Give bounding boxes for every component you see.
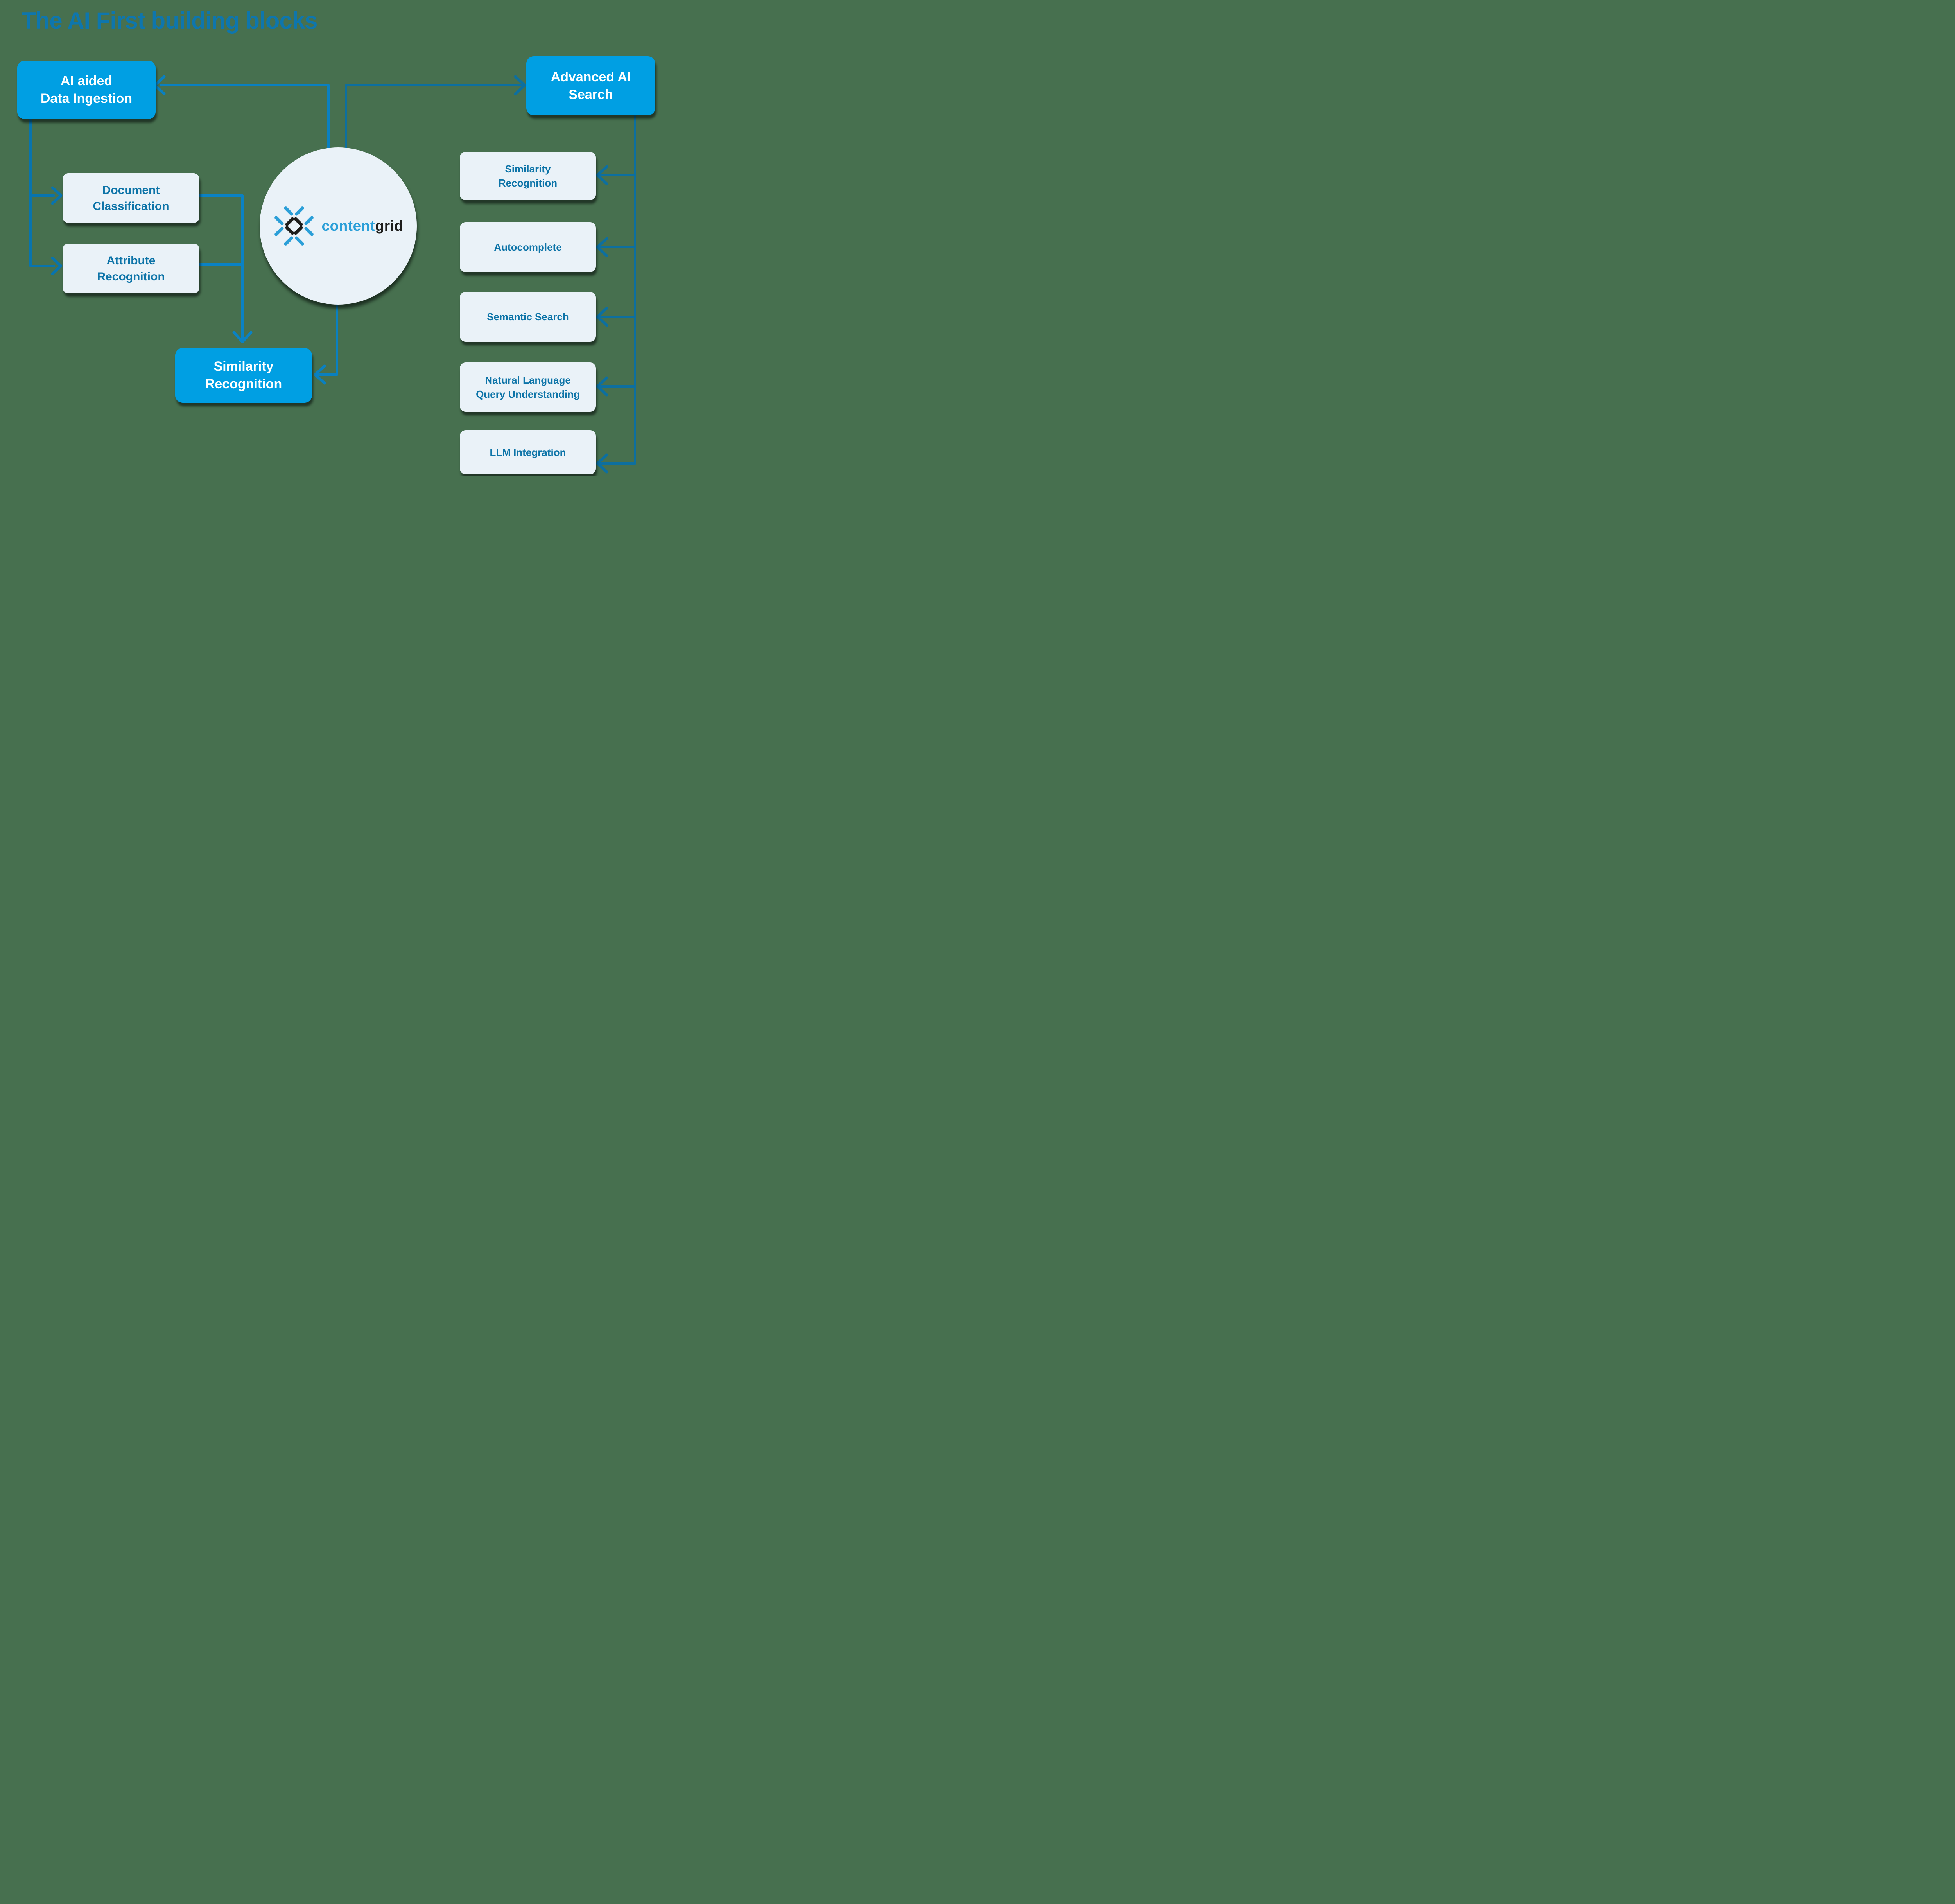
- contentgrid-logo: contentgrid: [273, 205, 404, 247]
- node-label-line: Similarity: [213, 359, 274, 374]
- node-attribute-recognition: Attribute Recognition: [63, 244, 199, 293]
- diagram-canvas: The AI First building blocks: [0, 0, 670, 476]
- node-label-line: Data Ingestion: [40, 91, 133, 106]
- node-label-line: Natural Language: [485, 374, 571, 386]
- arrow-hub-to-ingestion: [153, 75, 330, 152]
- logo-word-grid: grid: [375, 218, 404, 234]
- contentgrid-mark-icon: [274, 206, 314, 246]
- arrow-hub-to-advanced-search: [345, 75, 526, 152]
- arrow-hub-to-similarity: [314, 300, 338, 385]
- node-advanced-ai-search: Advanced AI Search: [526, 56, 655, 115]
- page-title: The AI First building blocks: [22, 7, 317, 34]
- node-label-line: Autocomplete: [494, 241, 562, 253]
- node-similarity-recognition-right: Similarity Recognition: [460, 152, 596, 200]
- logo-word-content: content: [321, 218, 375, 234]
- node-label-line: Recognition: [498, 177, 558, 189]
- connector-layer: [29, 75, 636, 474]
- node-label-line: LLM Integration: [490, 446, 566, 458]
- node-label-line: Similarity: [505, 163, 551, 175]
- arrow-leftboxes-to-similarity: [198, 194, 253, 343]
- node-similarity-recognition-main: Similarity Recognition: [175, 348, 312, 403]
- node-label-line: Document: [102, 183, 160, 197]
- node-semantic-search: Semantic Search: [460, 292, 596, 342]
- arrow-ingestion-to-left-boxes: [29, 118, 63, 275]
- node-llm-integration: LLM Integration: [460, 430, 596, 474]
- node-label-line: Advanced AI: [551, 69, 631, 84]
- node-ai-aided-data-ingestion: AI aided Data Ingestion: [17, 61, 156, 119]
- node-label-line: Recognition: [205, 377, 282, 391]
- node-autocomplete: Autocomplete: [460, 222, 596, 272]
- node-document-classification: Document Classification: [63, 173, 199, 223]
- node-label-line: Classification: [93, 199, 169, 213]
- node-label-line: AI aided: [60, 74, 113, 88]
- contentgrid-wordmark: contentgrid: [322, 218, 404, 234]
- arrow-search-to-right-boxes: [596, 115, 636, 474]
- node-label-line: Search: [569, 87, 613, 102]
- node-label-line: Recognition: [97, 270, 165, 283]
- node-label-line: Attribute: [106, 254, 156, 267]
- contentgrid-hub-circle: contentgrid: [260, 147, 417, 305]
- node-label-line: Semantic Search: [487, 311, 569, 323]
- node-natural-language-query-understanding: Natural Language Query Understanding: [460, 362, 596, 412]
- node-label-line: Query Understanding: [476, 388, 580, 400]
